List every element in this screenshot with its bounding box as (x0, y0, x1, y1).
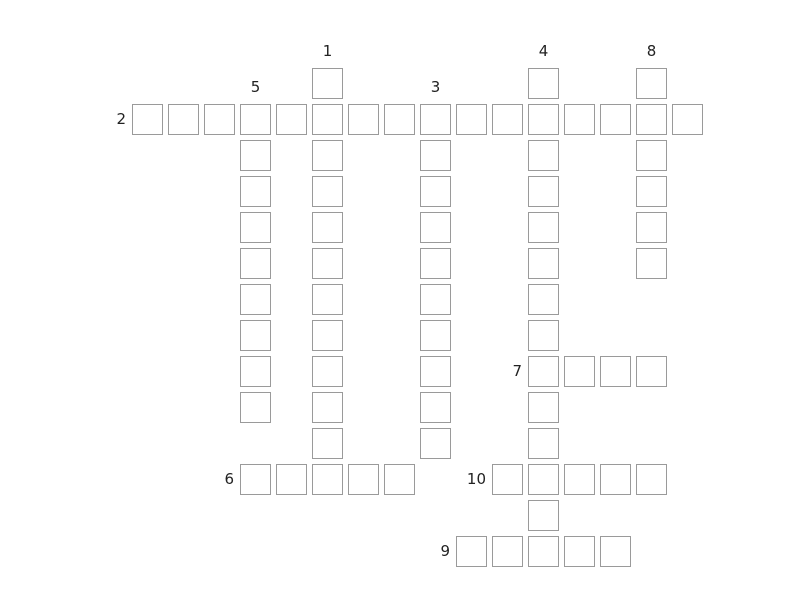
crossword-cell[interactable] (528, 68, 559, 99)
crossword-cell[interactable] (312, 284, 343, 315)
crossword-cell[interactable] (528, 464, 559, 495)
crossword-cell[interactable] (528, 176, 559, 207)
crossword-cell[interactable] (636, 464, 667, 495)
crossword-cell[interactable] (492, 104, 523, 135)
crossword-cell[interactable] (240, 176, 271, 207)
crossword-cell[interactable] (276, 104, 307, 135)
clue-number-8: 8 (646, 42, 657, 60)
crossword-cell[interactable] (240, 248, 271, 279)
crossword-cell[interactable] (348, 464, 379, 495)
crossword-cell[interactable] (492, 536, 523, 567)
crossword-cell[interactable] (240, 104, 271, 135)
crossword-cell[interactable] (636, 140, 667, 171)
crossword-cell[interactable] (420, 320, 451, 351)
crossword-cell[interactable] (240, 356, 271, 387)
crossword-cell[interactable] (312, 428, 343, 459)
crossword-cell[interactable] (636, 248, 667, 279)
crossword-cell[interactable] (528, 536, 559, 567)
crossword-cell[interactable] (420, 176, 451, 207)
clue-number-1: 1 (322, 42, 333, 60)
crossword-cell[interactable] (564, 104, 595, 135)
crossword-cell[interactable] (312, 356, 343, 387)
crossword-cell[interactable] (240, 464, 271, 495)
crossword-cell[interactable] (492, 464, 523, 495)
crossword-cell[interactable] (456, 536, 487, 567)
crossword-cell[interactable] (240, 212, 271, 243)
crossword-cell[interactable] (384, 464, 415, 495)
crossword-cell[interactable] (528, 248, 559, 279)
crossword-cell[interactable] (600, 464, 631, 495)
crossword-cell[interactable] (600, 356, 631, 387)
crossword-cell[interactable] (312, 140, 343, 171)
crossword-cell[interactable] (240, 140, 271, 171)
clue-number-9: 9 (440, 541, 450, 560)
crossword-cell[interactable] (420, 140, 451, 171)
crossword-cell[interactable] (528, 428, 559, 459)
crossword-cell[interactable] (168, 104, 199, 135)
crossword-cell[interactable] (276, 464, 307, 495)
crossword-cell[interactable] (564, 356, 595, 387)
crossword-cell[interactable] (636, 356, 667, 387)
crossword-cell[interactable] (240, 320, 271, 351)
crossword-cell[interactable] (528, 104, 559, 135)
crossword-cell[interactable] (348, 104, 379, 135)
crossword-cell[interactable] (528, 212, 559, 243)
crossword-cell[interactable] (636, 104, 667, 135)
crossword-cell[interactable] (420, 248, 451, 279)
crossword-cell[interactable] (600, 104, 631, 135)
crossword-cell[interactable] (420, 284, 451, 315)
crossword-cell[interactable] (528, 320, 559, 351)
crossword-cell[interactable] (636, 176, 667, 207)
crossword-cell[interactable] (528, 284, 559, 315)
crossword-cell[interactable] (312, 392, 343, 423)
crossword-cell[interactable] (132, 104, 163, 135)
clue-number-3: 3 (430, 78, 441, 96)
crossword-cell[interactable] (636, 68, 667, 99)
crossword-cell[interactable] (564, 464, 595, 495)
crossword-cell[interactable] (240, 392, 271, 423)
crossword-cell[interactable] (420, 428, 451, 459)
clue-number-4: 4 (538, 42, 549, 60)
crossword-cell[interactable] (564, 536, 595, 567)
crossword-cell[interactable] (312, 104, 343, 135)
crossword-cell[interactable] (420, 356, 451, 387)
clue-number-7: 7 (512, 361, 522, 380)
clue-number-6: 6 (224, 469, 234, 488)
crossword-cell[interactable] (420, 104, 451, 135)
crossword-cell[interactable] (420, 392, 451, 423)
crossword-cell[interactable] (204, 104, 235, 135)
crossword-cell[interactable] (384, 104, 415, 135)
crossword-cell[interactable] (600, 536, 631, 567)
crossword-cell[interactable] (456, 104, 487, 135)
crossword-cell[interactable] (312, 248, 343, 279)
clue-number-10: 10 (466, 469, 486, 488)
crossword-cell[interactable] (312, 464, 343, 495)
crossword-cell[interactable] (528, 392, 559, 423)
clue-number-5: 5 (250, 78, 261, 96)
crossword-cell[interactable] (528, 140, 559, 171)
crossword-cell[interactable] (312, 212, 343, 243)
clue-number-2: 2 (116, 109, 126, 128)
crossword-cell[interactable] (312, 176, 343, 207)
crossword-cell[interactable] (312, 320, 343, 351)
crossword-cell[interactable] (636, 212, 667, 243)
crossword-cell[interactable] (312, 68, 343, 99)
crossword-cell[interactable] (672, 104, 703, 135)
crossword-cell[interactable] (420, 212, 451, 243)
crossword-cell[interactable] (240, 284, 271, 315)
crossword-cell[interactable] (528, 356, 559, 387)
crossword-cell[interactable] (528, 500, 559, 531)
